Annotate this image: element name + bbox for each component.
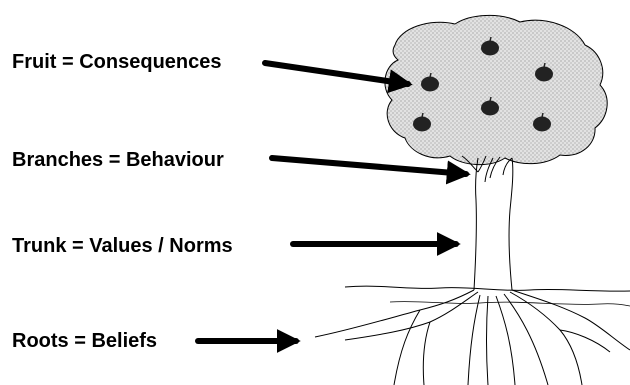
roots-label: Roots = Beliefs: [12, 330, 157, 352]
tree-trunk-right: [509, 158, 513, 290]
branches-arrow: [272, 158, 466, 174]
branches-label: Branches = Behaviour: [12, 149, 224, 171]
trunk-label: Trunk = Values / Norms: [12, 235, 233, 257]
ground-line: [345, 286, 630, 291]
tree-canopy: [385, 15, 607, 164]
fruit-label: Fruit = Consequences: [12, 51, 222, 73]
tree-trunk: [474, 158, 478, 290]
